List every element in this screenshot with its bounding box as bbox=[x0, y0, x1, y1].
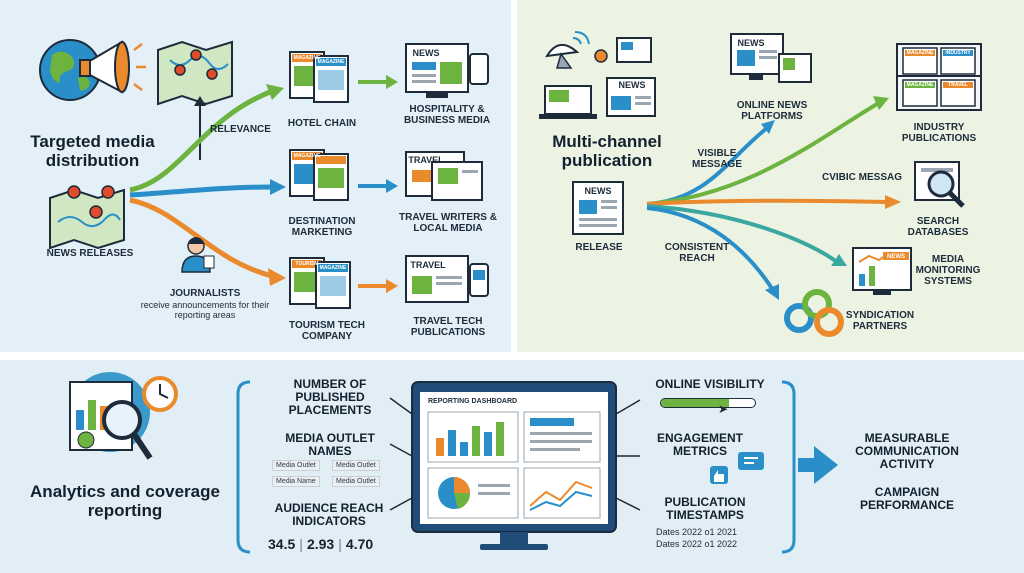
destination-magazine-icon bbox=[289, 149, 349, 201]
timestamp-line: Dates 2022 o1 2021 bbox=[656, 527, 738, 537]
globe-megaphone-icon bbox=[39, 39, 146, 101]
syndication-rings-icon bbox=[784, 289, 844, 337]
media-monitoring-icon bbox=[852, 247, 912, 295]
reach-value: 34.5 bbox=[268, 536, 296, 552]
tourism-branch-arrow bbox=[129, 197, 273, 279]
tourism-mag-badge-1: TOURISM bbox=[295, 261, 319, 267]
hospitality-news-badge: NEWS bbox=[412, 48, 440, 58]
release-news-badge: NEWS bbox=[584, 186, 612, 196]
timestamps-label: PUBLICATION TIMESTAMPS bbox=[664, 495, 746, 522]
timestamp-line: Dates 2022 o1 2022 bbox=[656, 539, 738, 549]
reach-values: 34.5 | 2.93 | 4.70 bbox=[268, 536, 374, 552]
industry-badge-1: MAGAZINE bbox=[906, 50, 934, 56]
outlet-tag: Media Name bbox=[272, 476, 320, 487]
news-release-map-icon bbox=[49, 185, 125, 250]
search-databases-icon bbox=[914, 161, 965, 208]
left-panel-graphics bbox=[39, 39, 489, 309]
map-pins-icon bbox=[157, 40, 233, 106]
journalists-desc: receive announcements for their reportin… bbox=[140, 300, 270, 320]
timestamp-lines: Dates 2022 o1 2021 Dates 2022 o1 2022 bbox=[656, 526, 737, 550]
cvibic-message-label: CVIBIC MESSAG bbox=[821, 172, 902, 183]
relevance-label: RELEVANCE bbox=[210, 124, 271, 135]
visibility-progress-bar bbox=[660, 398, 756, 408]
cursor-icon: ➤ bbox=[718, 402, 729, 416]
reach-label: AUDIENCE REACH INDICATORS bbox=[274, 501, 384, 528]
right-panel-title: Multi-channel publication bbox=[552, 132, 662, 170]
release-newspaper-icon bbox=[572, 181, 624, 235]
tourism-mag-badge-2: MAGAZINE bbox=[319, 265, 347, 271]
online-news-label: ONLINE NEWS PLATFORMS bbox=[736, 100, 808, 122]
engagement-icon bbox=[710, 452, 764, 484]
industry-badge-3: MAGAZINE bbox=[906, 82, 934, 88]
tourism-magazine-icon bbox=[289, 257, 351, 309]
industry-badge-4: TRAVEL bbox=[948, 82, 968, 88]
dashboard-title: REPORTING DASHBOARD bbox=[428, 398, 518, 405]
travel-writers-screen-icon bbox=[405, 151, 483, 201]
reach-value: 2.93 bbox=[306, 536, 335, 552]
bottom-panel-graphics bbox=[69, 372, 838, 554]
journalist-icon bbox=[181, 237, 215, 273]
media-monitoring-label: MEDIA MONITORING SYSTEMS bbox=[915, 254, 981, 287]
industry-publications-icon bbox=[896, 43, 982, 111]
destination-mag-badge: MAGAZINE bbox=[293, 153, 321, 159]
right-panel-graphics bbox=[539, 31, 982, 337]
analytics-magnifier-icon bbox=[69, 372, 178, 460]
reach-value: 4.70 bbox=[345, 536, 374, 552]
satellite-devices-icon bbox=[539, 31, 656, 119]
consistent-reach-label: CONSISTENT REACH bbox=[664, 242, 730, 264]
engagement-label: ENGAGEMENT METRICS bbox=[656, 431, 743, 458]
release-label: RELEASE bbox=[575, 242, 623, 253]
bottom-panel-title: Analytics and coverage reporting bbox=[30, 482, 220, 520]
placements-label: NUMBER OF PUBLISHED PLACEMENTS bbox=[288, 377, 372, 417]
outlet-tag: Media Outlet bbox=[332, 476, 380, 487]
visibility-progress-fill bbox=[661, 399, 729, 407]
online-news-badge: NEWS bbox=[737, 38, 765, 48]
monitoring-news-badge: NEWS bbox=[887, 254, 905, 260]
analytics-panel: Analytics and coverage reporting NUMBER … bbox=[0, 360, 1024, 573]
search-databases-label: SEARCH DATABASES bbox=[907, 216, 969, 238]
left-panel-title: Targeted media distribution bbox=[30, 132, 155, 170]
industry-label: INDUSTRY PUBLICATIONS bbox=[901, 122, 977, 144]
industry-badge-2: INDUSTRY bbox=[945, 50, 971, 56]
hotel-chain-label: HOTEL CHAIN bbox=[287, 118, 357, 129]
reporting-dashboard-icon bbox=[411, 381, 617, 550]
news-releases-label: NEWS RELEASES bbox=[46, 248, 134, 259]
outlet-tag: Media Outlet bbox=[272, 460, 320, 471]
hospitality-screen-icon bbox=[405, 43, 489, 98]
travel-tech-label: TRAVEL TECH PUBLICATIONS bbox=[410, 316, 486, 338]
travel-tech-badge: TRAVEL bbox=[410, 260, 446, 270]
visible-message-label: VISIBLE MESSAGE bbox=[691, 148, 742, 170]
hotel-mag-badge-2: MAGAZINE bbox=[317, 59, 345, 65]
outlet-names-label: MEDIA OUTLET NAMES bbox=[285, 431, 375, 458]
destination-branch-arrow bbox=[129, 184, 273, 198]
journalists-title: JOURNALISTS bbox=[169, 288, 241, 299]
online-visibility-label: ONLINE VISIBILITY bbox=[655, 377, 765, 391]
measurable-activity-label: MEASURABLE COMMUNICATION ACTIVITY bbox=[855, 431, 959, 471]
hospitality-label: HOSPITALITY & BUSINESS MEDIA bbox=[403, 104, 491, 126]
hotel-mag-badge-1: MAGAZINE bbox=[293, 55, 321, 61]
hotel-branch-arrow bbox=[129, 89, 271, 193]
outlet-tag: Media Outlet bbox=[332, 460, 380, 471]
hotel-magazine-icon bbox=[289, 51, 349, 103]
travel-writers-label: TRAVEL WRITERS & LOCAL MEDIA bbox=[399, 212, 497, 234]
tourism-tech-label: TOURISM TECH COMPANY bbox=[289, 320, 365, 342]
travel-writers-badge: TRAVEL bbox=[408, 155, 444, 165]
online-news-platforms-icon bbox=[730, 33, 812, 83]
syndication-label: SYNDICATION PARTNERS bbox=[845, 310, 915, 332]
devices-news-badge: NEWS bbox=[618, 80, 646, 90]
travel-tech-screen-icon bbox=[405, 255, 489, 303]
multi-channel-panel: Multi-channel publication NEWS NEWS RELE… bbox=[517, 0, 1024, 352]
destination-marketing-label: DESTINATION MARKETING bbox=[288, 216, 356, 238]
targeted-distribution-panel: Targeted media distribution NEWS RELEASE… bbox=[0, 0, 511, 352]
campaign-performance-label: CAMPAIGN PERFORMANCE bbox=[859, 485, 954, 512]
